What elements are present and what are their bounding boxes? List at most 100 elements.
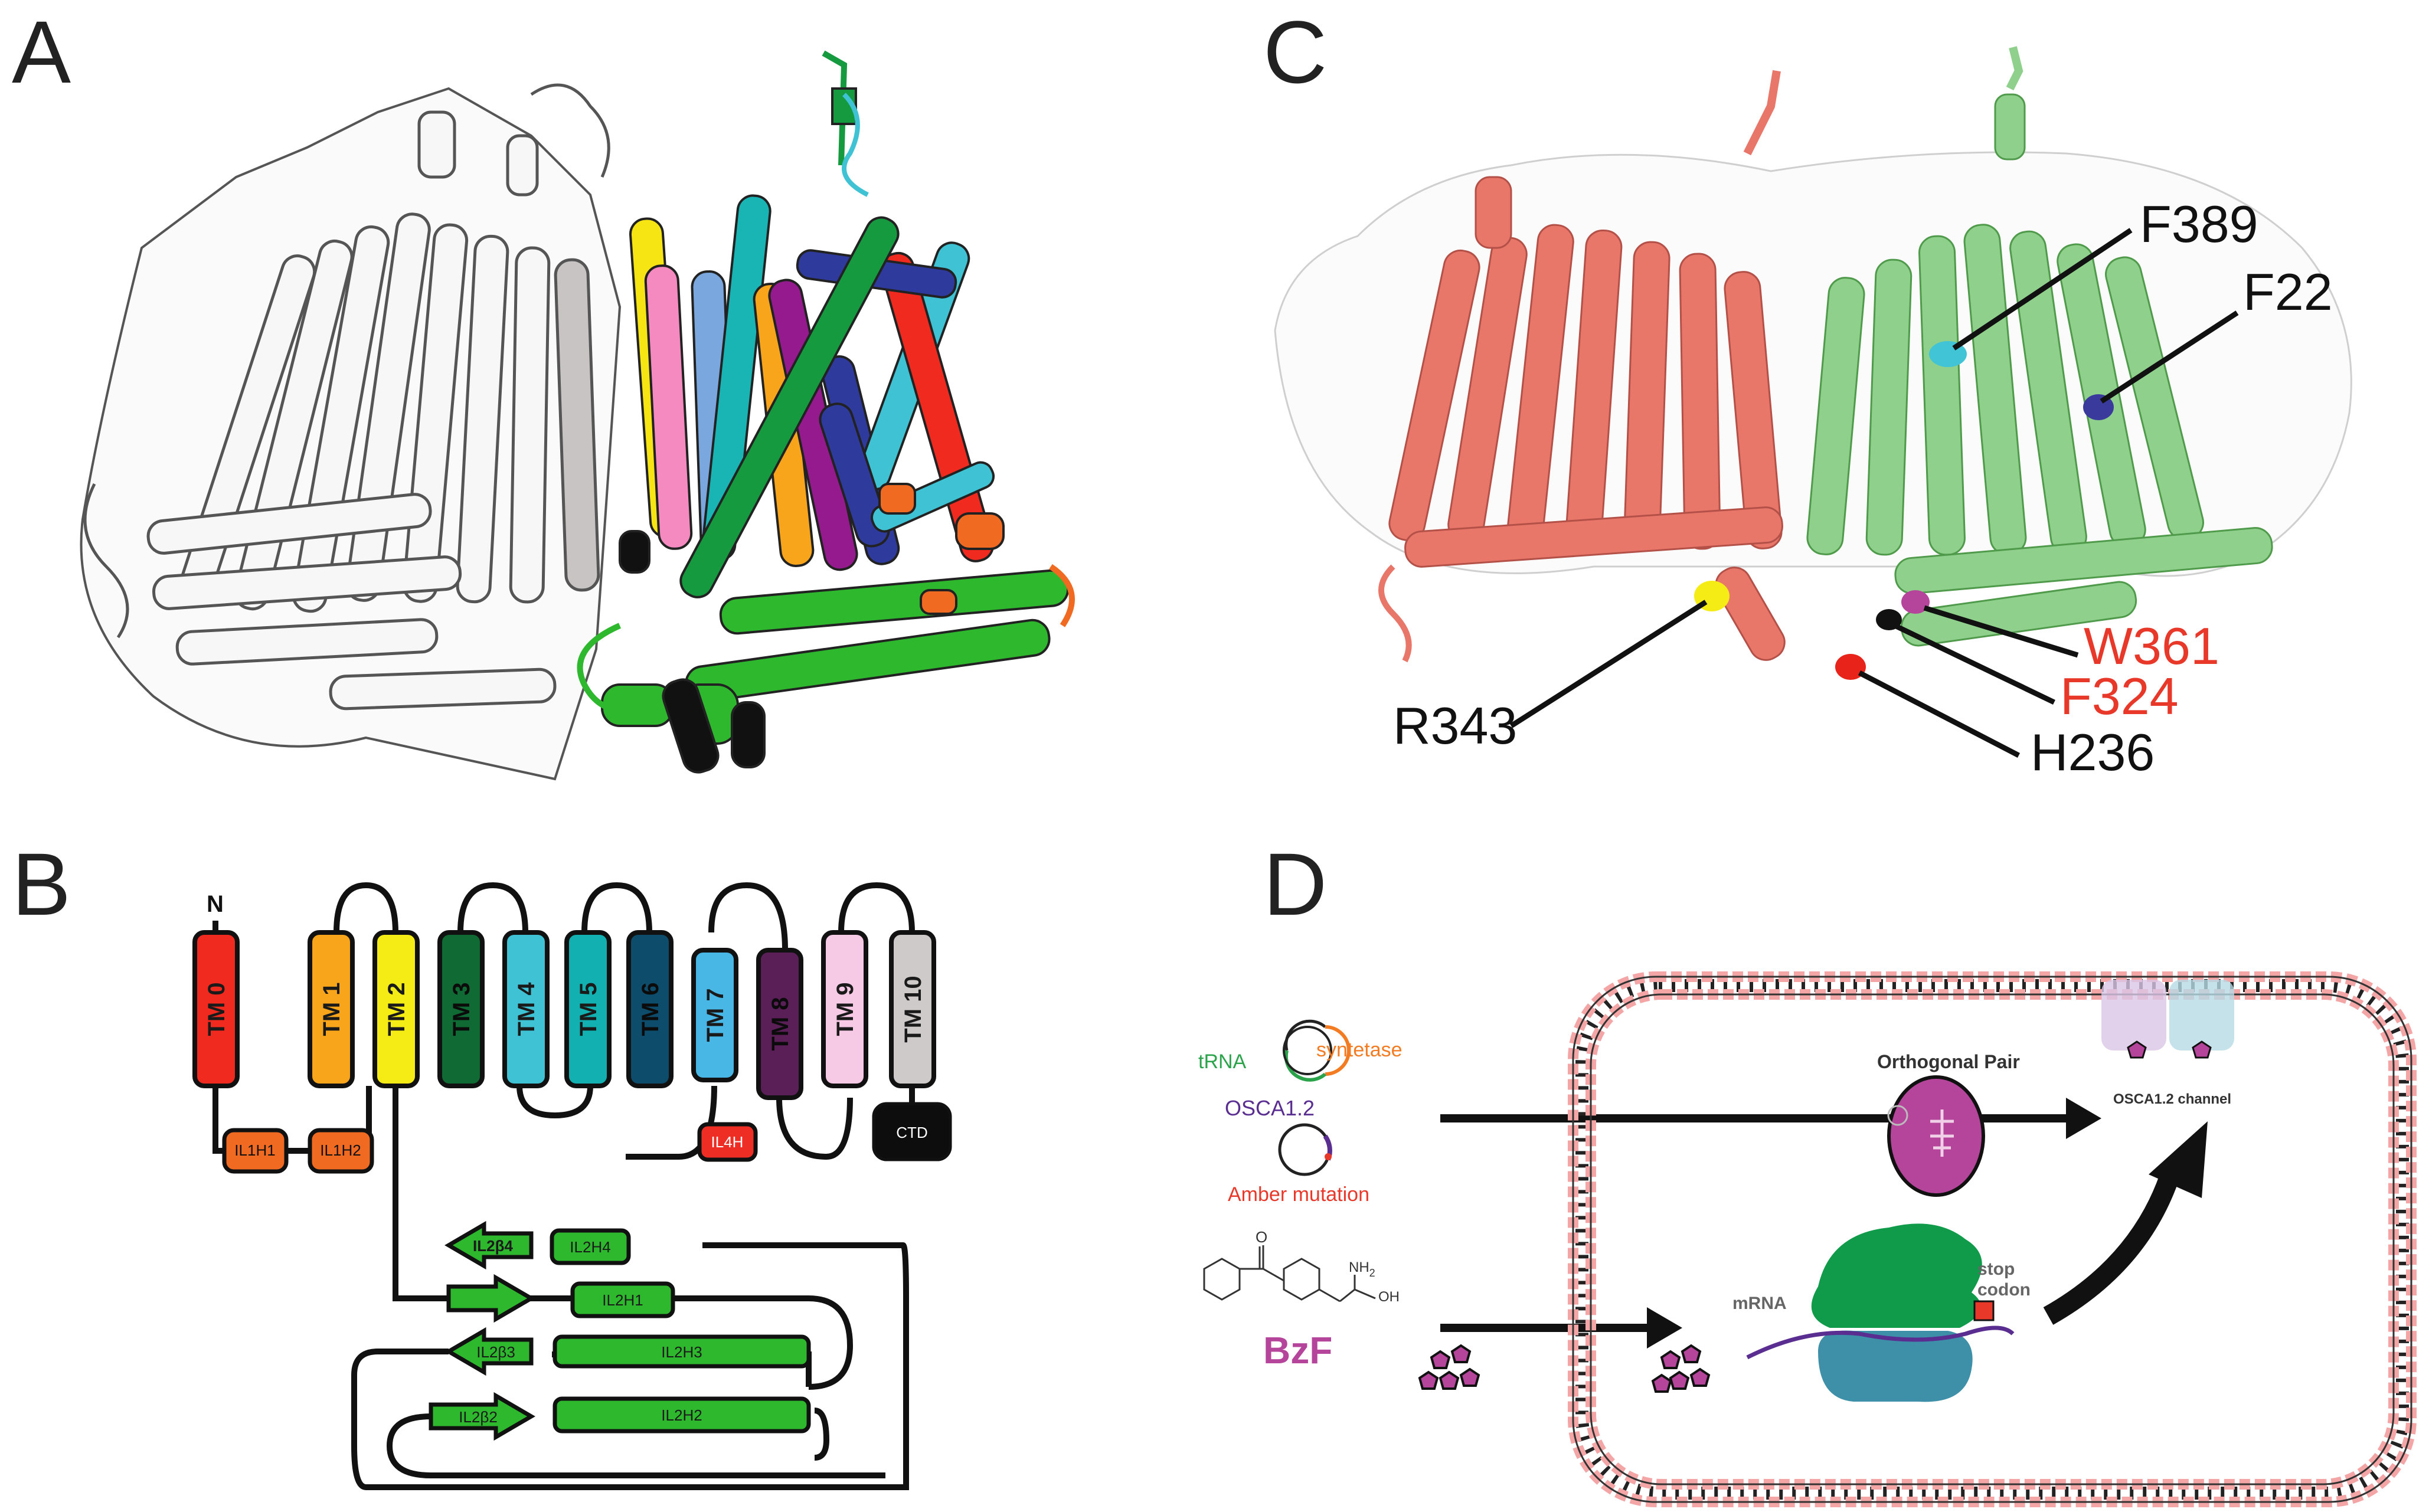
tm-helix-label-9: TM 9 [832, 982, 858, 1036]
bzf-label: BzF [1263, 1329, 1332, 1372]
tm-helix-label-3: TM 3 [449, 982, 475, 1036]
leader-line-f389 [1952, 228, 2133, 351]
il2b2-label: IL2β2 [459, 1408, 498, 1426]
label-f324: F324 [2060, 667, 2179, 725]
leader-line-f324 [1894, 623, 2055, 705]
arrow-bzf-head [1647, 1307, 1682, 1349]
tm-helix-label-7: TM 7 [702, 988, 728, 1042]
stop-codon-marker [1973, 1300, 1995, 1321]
ribosome-large-subunit [1811, 1223, 1982, 1328]
leader-line-f22 [2100, 310, 2239, 404]
tm-helix-7 [691, 948, 738, 1082]
tm-helix-label-6: TM 6 [638, 982, 663, 1036]
il2b4-label: IL2β4 [473, 1237, 513, 1255]
label-r343: R343 [1393, 696, 1517, 755]
il2h3-box [553, 1334, 811, 1369]
plasmid-osca: OSCA1.2 Amber mutation [1225, 1096, 1369, 1206]
il1-helices: IL1H1 IL1H2 [222, 1128, 374, 1174]
panel-letter-d: D [1263, 834, 1327, 934]
ribosome [1746, 1223, 2015, 1402]
osca-channel-icon [2101, 980, 2234, 1059]
panel-c-protomer-2 [1806, 46, 2273, 647]
tm-helix-10 [889, 930, 936, 1088]
bzf-molecules-inside [1651, 1344, 1711, 1393]
il4h-label: IL4H [711, 1133, 744, 1151]
il2b4-arrow [444, 1220, 534, 1270]
panel-letter-a: A [12, 2, 71, 102]
amber-mutation-label: Amber mutation [1228, 1183, 1369, 1206]
osca-channel-label: OSCA1.2 channel [2113, 1091, 2231, 1107]
il2b1-arrow [446, 1274, 535, 1323]
tm-helix-2 [372, 930, 420, 1088]
ctd-box [872, 1102, 952, 1161]
orthogonal-pair-trna-cloverleaf [1930, 1110, 1954, 1157]
cell-membrane [1568, 971, 2417, 1507]
il2b2-arrow [429, 1392, 535, 1441]
panel-a-colored-protomer [577, 50, 1075, 774]
leader-line-h236 [1858, 670, 2021, 758]
n-terminus-label: N [207, 891, 224, 917]
panel-c-protomer-1 [1378, 70, 1786, 663]
arrow-to-channel-body [2043, 1165, 2182, 1325]
arrow-to-channel-head [2149, 1121, 2208, 1198]
tm-helix-8 [756, 948, 803, 1100]
bzf-oh-label: OH [1378, 1289, 1400, 1305]
tm-helix-label-10: TM 10 [900, 976, 926, 1042]
mrna-label: mRNA [1732, 1294, 1787, 1313]
trna-label: tRNA [1198, 1050, 1247, 1073]
tm-helix-label-5: TM 5 [576, 982, 601, 1036]
panel-d-schematic: tRNA syntetase OSCA1.2 Amber mutation O … [1198, 971, 2417, 1507]
orthogonal-pair-label: Orthogonal Pair [1877, 1051, 2020, 1072]
osca-plasmid-label: OSCA1.2 [1225, 1096, 1315, 1120]
leader-line-w361 [1923, 605, 2079, 658]
arrow-to-orthogonal-head [2066, 1098, 2101, 1139]
panel-b-loops [213, 882, 915, 1490]
il2-elements [429, 1220, 811, 1441]
tm-helix-label-8: TM 8 [767, 997, 793, 1050]
il2b3-label: IL2β3 [476, 1343, 515, 1361]
panel-a-structure [80, 50, 1075, 781]
il2h4-label: IL2H4 [570, 1238, 610, 1256]
plasmid-trna-syntetase: tRNA syntetase [1198, 1019, 1403, 1082]
residue-w361 [1901, 590, 1930, 614]
panel-letter-b: B [12, 834, 71, 934]
il2h2-label: IL2H2 [661, 1406, 702, 1424]
il2h3-label: IL2H3 [661, 1343, 702, 1361]
panel-b-tm-helices: TM 0 TM 1 TM 2 TM 3 TM 4 TM 5 TM 6 TM 7 TM 8 TM 9… [192, 930, 936, 1100]
leader-line-r343 [1509, 600, 1708, 728]
tm-helix-6 [626, 930, 674, 1088]
label-w361: W361 [2084, 617, 2219, 675]
label-f389: F389 [2140, 195, 2258, 253]
tm-helix-0 [192, 930, 240, 1088]
bzf-oxo-label: O [1256, 1228, 1267, 1246]
tm-helix-label-4: TM 4 [514, 982, 540, 1036]
il2h1-label: IL2H1 [602, 1291, 643, 1309]
tm-helix-4 [502, 930, 550, 1088]
ribosome-small-subunit [1818, 1330, 1973, 1402]
mrna-strand [1746, 1326, 2015, 1360]
tm-helix-label-1: TM 1 [319, 982, 345, 1036]
orthogonal-pair-trna-icon [1887, 1105, 1908, 1126]
il1h2-box [308, 1128, 374, 1174]
tm-helix-3 [437, 930, 485, 1088]
tm-helix-label-2: TM 2 [384, 982, 410, 1036]
il4h-box [697, 1122, 758, 1162]
tm-helix-1 [308, 930, 355, 1088]
il2h4-box [550, 1228, 631, 1265]
bzf-nh2-label: NH2 [1349, 1259, 1375, 1279]
il1h1-label: IL1H1 [234, 1141, 275, 1159]
bzf-structure [1203, 1245, 1376, 1302]
panel-c-leader-lines [1509, 228, 2239, 758]
label-h236: H236 [2031, 723, 2155, 781]
residue-h236 [1835, 654, 1866, 680]
il2h1-box [570, 1281, 675, 1318]
panel-c-structure: F389 F22 W361 F324 H236 R343 [1274, 46, 2352, 781]
il2h2-box [553, 1396, 811, 1434]
tm-helix-label-0: TM 0 [204, 982, 230, 1036]
stop-label: stop [1977, 1259, 2015, 1279]
tm-helix-9 [821, 930, 868, 1088]
ctd-label: CTD [896, 1124, 927, 1141]
il1h2-label: IL1H2 [320, 1141, 361, 1159]
